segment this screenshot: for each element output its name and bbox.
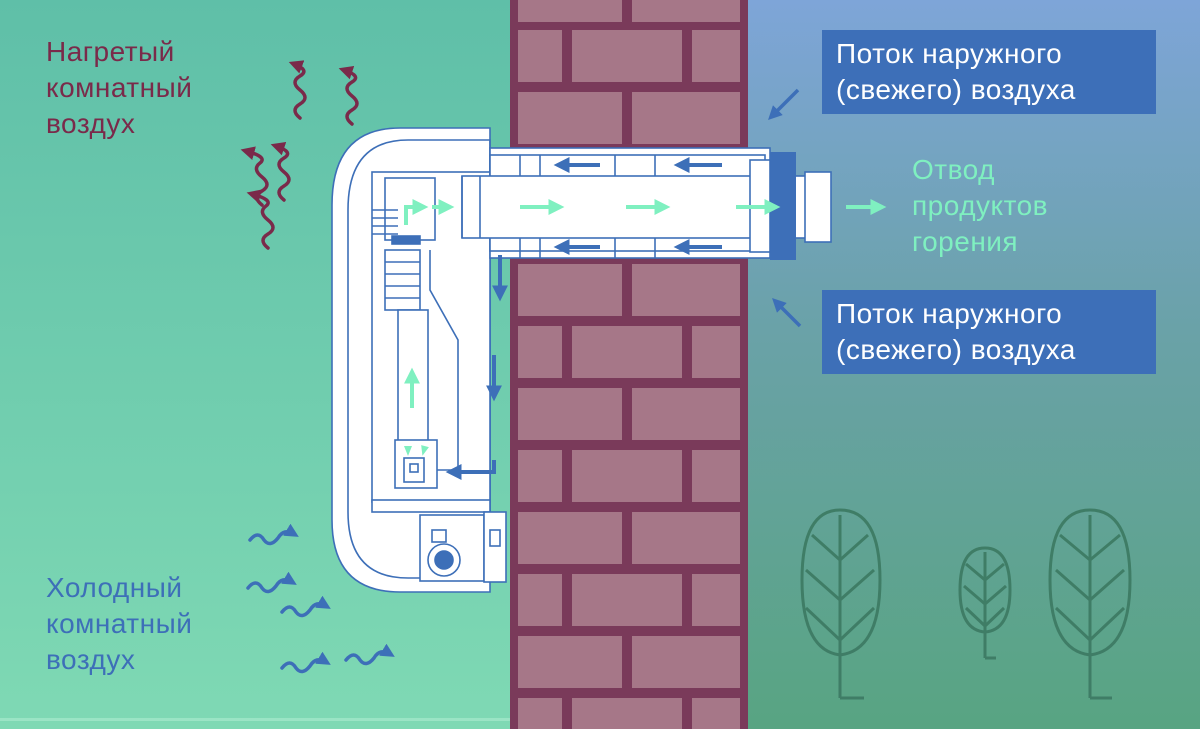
exhaust-label-line: горения [912, 226, 1019, 257]
hot-air-label: Нагретый комнатный воздух [46, 34, 192, 142]
flame-icon [404, 445, 429, 456]
fresh-air-top-line: Поток наружного [836, 38, 1063, 69]
fresh-air-box-top: Поток наружного (свежего) воздуха [822, 30, 1156, 114]
cold-air-label-line: Холодный [46, 572, 183, 603]
cold-air-label-line: комнатный [46, 608, 193, 639]
exhaust-label-line: Отвод [912, 154, 995, 185]
tree-icon [800, 508, 1132, 700]
floor-line [0, 718, 510, 721]
fresh-air-pointer-arrows [768, 88, 802, 328]
cold-air-waves [246, 523, 395, 674]
hot-air-waves [240, 60, 359, 250]
hot-air-label-line: Нагретый [46, 36, 175, 67]
hot-air-label-line: воздух [46, 108, 136, 139]
cold-air-label: Холодный комнатный воздух [46, 570, 192, 678]
fresh-air-top-line: (свежего) воздуха [836, 74, 1076, 105]
cold-air-label-line: воздух [46, 644, 136, 675]
brick-wall [510, 0, 748, 729]
fresh-air-bottom-line: Поток наружного [836, 298, 1063, 329]
intake-arrows [445, 157, 722, 480]
fresh-air-box-bottom: Поток наружного (свежего) воздуха [822, 290, 1156, 374]
exhaust-label-line: продуктов [912, 190, 1049, 221]
fresh-air-bottom-line: (свежего) воздуха [836, 334, 1076, 365]
coaxial-flue-pipe [461, 147, 832, 260]
hot-air-label-line: комнатный [46, 72, 193, 103]
exhaust-label: Отвод продуктов горения [912, 152, 1048, 260]
exhaust-arrows [404, 199, 887, 408]
